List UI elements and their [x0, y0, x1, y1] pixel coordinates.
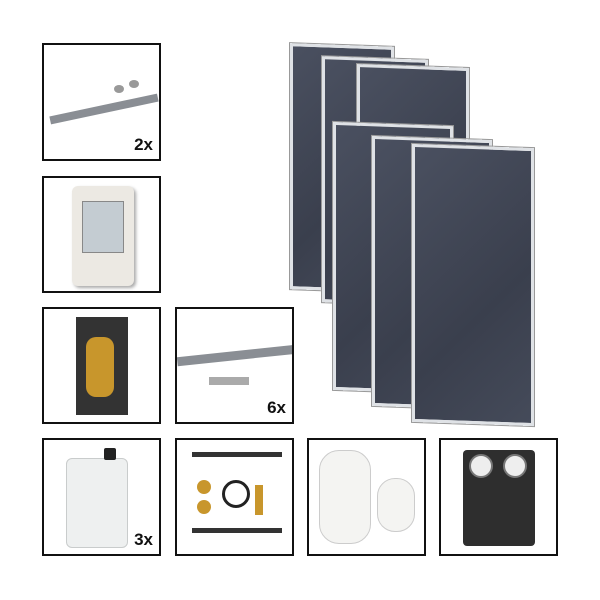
- pipe-image: [192, 528, 282, 533]
- controller-image: [72, 186, 134, 286]
- rail-connector-box: 2x: [42, 43, 161, 161]
- fitting-image: [197, 480, 211, 494]
- screw-icon: [129, 80, 139, 88]
- fitting-image: [197, 500, 211, 514]
- rail-image: [49, 93, 159, 125]
- controller-box: [42, 176, 161, 293]
- rails-box: 6x: [175, 307, 294, 424]
- quantity-label: 3x: [134, 530, 153, 549]
- controller-display: [82, 201, 124, 253]
- valve-image: [255, 485, 263, 515]
- gauge-icon: [503, 454, 527, 478]
- fittings-box: [175, 438, 294, 556]
- rail-image: [177, 344, 292, 367]
- solar-collector: [412, 143, 534, 427]
- gauge-icon: [469, 454, 493, 478]
- separator-box: [42, 307, 161, 424]
- pipe-image: [192, 452, 282, 457]
- quantity-label: 6x: [267, 398, 286, 417]
- bracket-image: [209, 377, 249, 385]
- screw-icon: [114, 85, 124, 93]
- vessels-box: [307, 438, 426, 556]
- quantity-label: 2x: [134, 135, 153, 154]
- canister-image: [66, 458, 128, 548]
- expansion-vessel-small: [377, 478, 415, 532]
- pump-station-box: [439, 438, 558, 556]
- expansion-vessel-large: [319, 450, 371, 544]
- canister-cap: [104, 448, 116, 460]
- brass-separator-image: [86, 337, 114, 397]
- hose-image: [222, 480, 250, 508]
- canister-box: 3x: [42, 438, 161, 556]
